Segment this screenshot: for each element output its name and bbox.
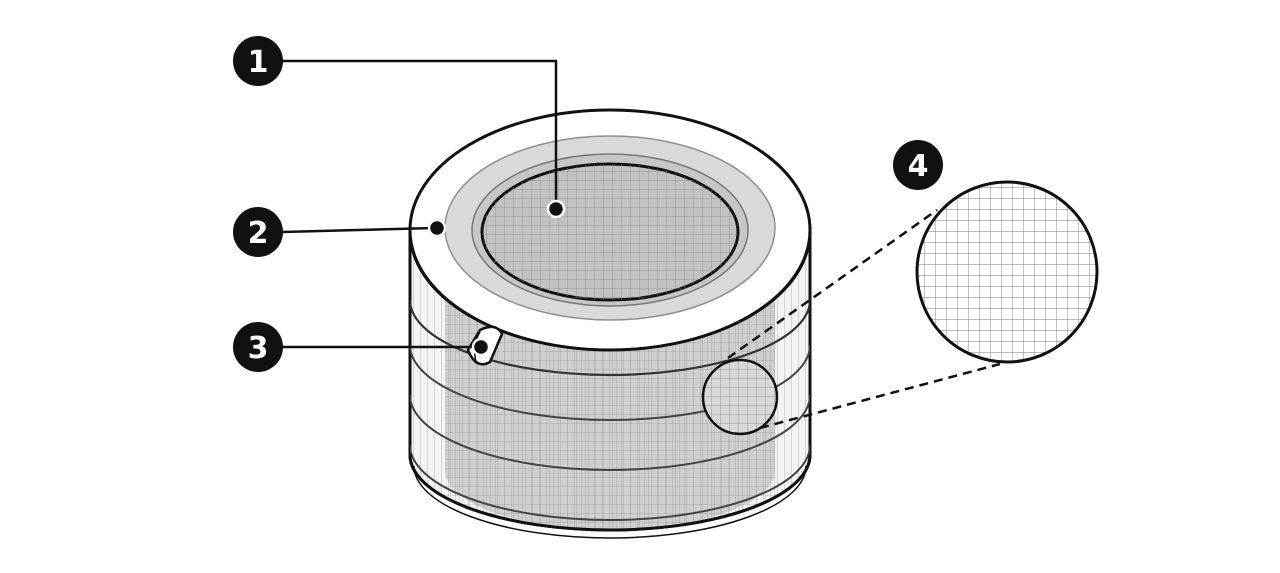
callout-3-label: 3: [248, 331, 269, 366]
leader-endpoints: [427, 199, 566, 357]
callout-1: 1: [233, 36, 283, 86]
callout-3: 3: [233, 322, 283, 372]
mesh-detail-source: [701, 358, 779, 436]
callout-4-label: 4: [908, 149, 929, 184]
callout-2: 2: [233, 207, 283, 257]
filter-top-cap: [408, 108, 812, 352]
magnify-connectors: [727, 208, 1001, 430]
callout-2-label: 2: [248, 216, 269, 251]
callout-4: 4: [893, 140, 943, 190]
mesh-magnified: [915, 180, 1099, 364]
leader-lines: [281, 59, 558, 349]
callout-1-label: 1: [248, 45, 269, 80]
